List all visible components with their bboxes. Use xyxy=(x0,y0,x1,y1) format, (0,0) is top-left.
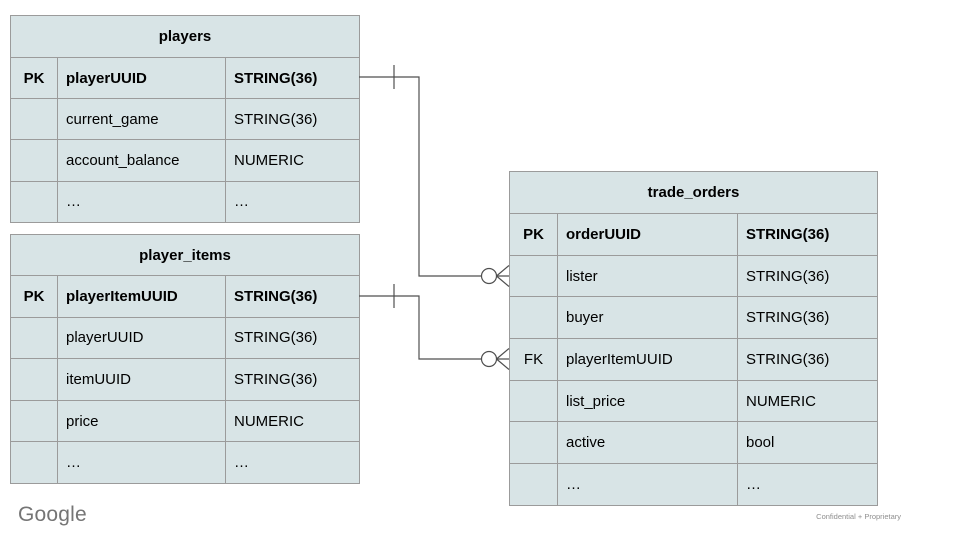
key-cell: PK xyxy=(10,275,58,318)
connector-players-to-trade-orders xyxy=(359,65,510,287)
field-row: FK playerItemUUID STRING(36) xyxy=(509,338,878,381)
key-cell xyxy=(509,296,558,340)
field-name-cell: lister xyxy=(557,254,738,298)
field-row: list_price NUMERIC xyxy=(509,379,878,423)
key-cell xyxy=(10,98,58,141)
field-type-cell: STRING(36) xyxy=(225,98,360,141)
key-cell xyxy=(509,379,558,423)
field-type-cell: STRING(36) xyxy=(737,254,878,298)
table-header-row: player_items xyxy=(10,234,360,276)
field-row: … … xyxy=(10,180,360,223)
cardinality-zero-circle xyxy=(480,350,498,368)
table-player-items: player_items PK playerItemUUID STRING(36… xyxy=(10,234,360,484)
crows-foot xyxy=(496,265,510,287)
field-row: buyer STRING(36) xyxy=(509,296,878,340)
field-type-cell: STRING(36) xyxy=(225,56,360,100)
field-type-cell: … xyxy=(225,441,360,484)
field-type-cell: STRING(36) xyxy=(737,296,878,340)
field-name-cell: account_balance xyxy=(57,139,226,182)
table-trade-orders: trade_orders PK orderUUID STRING(36) lis… xyxy=(509,171,878,506)
field-name-cell: playerItemUUID xyxy=(57,275,226,318)
field-name-cell: list_price xyxy=(557,379,738,423)
table-header-row: trade_orders xyxy=(509,171,878,214)
field-type-cell: … xyxy=(225,180,360,223)
key-cell xyxy=(509,421,558,465)
field-name-cell: … xyxy=(57,441,226,484)
confidential-note: Confidential + Proprietary xyxy=(816,512,901,521)
field-row: playerUUID STRING(36) xyxy=(10,316,360,360)
field-name-cell: buyer xyxy=(557,296,738,340)
table-title-players: players xyxy=(10,15,360,58)
key-cell xyxy=(10,441,58,484)
key-cell xyxy=(509,254,558,298)
cardinality-zero-circle xyxy=(480,267,498,285)
field-name-cell: playerItemUUID xyxy=(557,338,738,381)
field-name-cell: itemUUID xyxy=(57,358,226,401)
connector-player-items-to-trade-orders xyxy=(359,284,510,370)
key-cell xyxy=(10,358,58,401)
table-title-player-items: player_items xyxy=(10,234,360,276)
google-logo: Google xyxy=(18,503,87,526)
table-title-trade-orders: trade_orders xyxy=(509,171,878,214)
field-name-cell: playerUUID xyxy=(57,316,226,360)
table-header-row: players xyxy=(10,15,360,58)
connector-line xyxy=(359,295,482,360)
field-type-cell: STRING(36) xyxy=(737,338,878,381)
key-cell: PK xyxy=(10,56,58,100)
field-row: lister STRING(36) xyxy=(509,254,878,298)
field-row: … … xyxy=(509,463,878,506)
field-row: PK playerItemUUID STRING(36) xyxy=(10,275,360,318)
field-name-cell: playerUUID xyxy=(57,56,226,100)
field-row: account_balance NUMERIC xyxy=(10,139,360,182)
field-type-cell: STRING(36) xyxy=(225,358,360,401)
field-row: active bool xyxy=(509,421,878,465)
field-row: … … xyxy=(10,441,360,484)
key-cell xyxy=(10,180,58,223)
crows-foot xyxy=(496,348,510,370)
field-type-cell: … xyxy=(737,463,878,506)
field-name-cell: … xyxy=(557,463,738,506)
field-name-cell: price xyxy=(57,399,226,443)
field-name-cell: orderUUID xyxy=(557,213,738,256)
field-name-cell: current_game xyxy=(57,98,226,141)
key-cell xyxy=(10,139,58,182)
field-name-cell: active xyxy=(557,421,738,465)
field-type-cell: bool xyxy=(737,421,878,465)
field-row: PK playerUUID STRING(36) xyxy=(10,56,360,100)
field-type-cell: NUMERIC xyxy=(225,399,360,443)
field-type-cell: STRING(36) xyxy=(225,275,360,318)
field-type-cell: STRING(36) xyxy=(737,213,878,256)
table-players: players PK playerUUID STRING(36) current… xyxy=(10,15,360,223)
field-type-cell: NUMERIC xyxy=(737,379,878,423)
key-cell xyxy=(10,316,58,360)
field-name-cell: … xyxy=(57,180,226,223)
key-cell: PK xyxy=(509,213,558,256)
key-cell: FK xyxy=(509,338,558,381)
field-row: price NUMERIC xyxy=(10,399,360,443)
key-cell xyxy=(509,463,558,506)
connector-line xyxy=(359,76,482,277)
key-cell xyxy=(10,399,58,443)
field-row: PK orderUUID STRING(36) xyxy=(509,213,878,256)
field-row: itemUUID STRING(36) xyxy=(10,358,360,401)
field-row: current_game STRING(36) xyxy=(10,98,360,141)
field-type-cell: STRING(36) xyxy=(225,316,360,360)
field-type-cell: NUMERIC xyxy=(225,139,360,182)
